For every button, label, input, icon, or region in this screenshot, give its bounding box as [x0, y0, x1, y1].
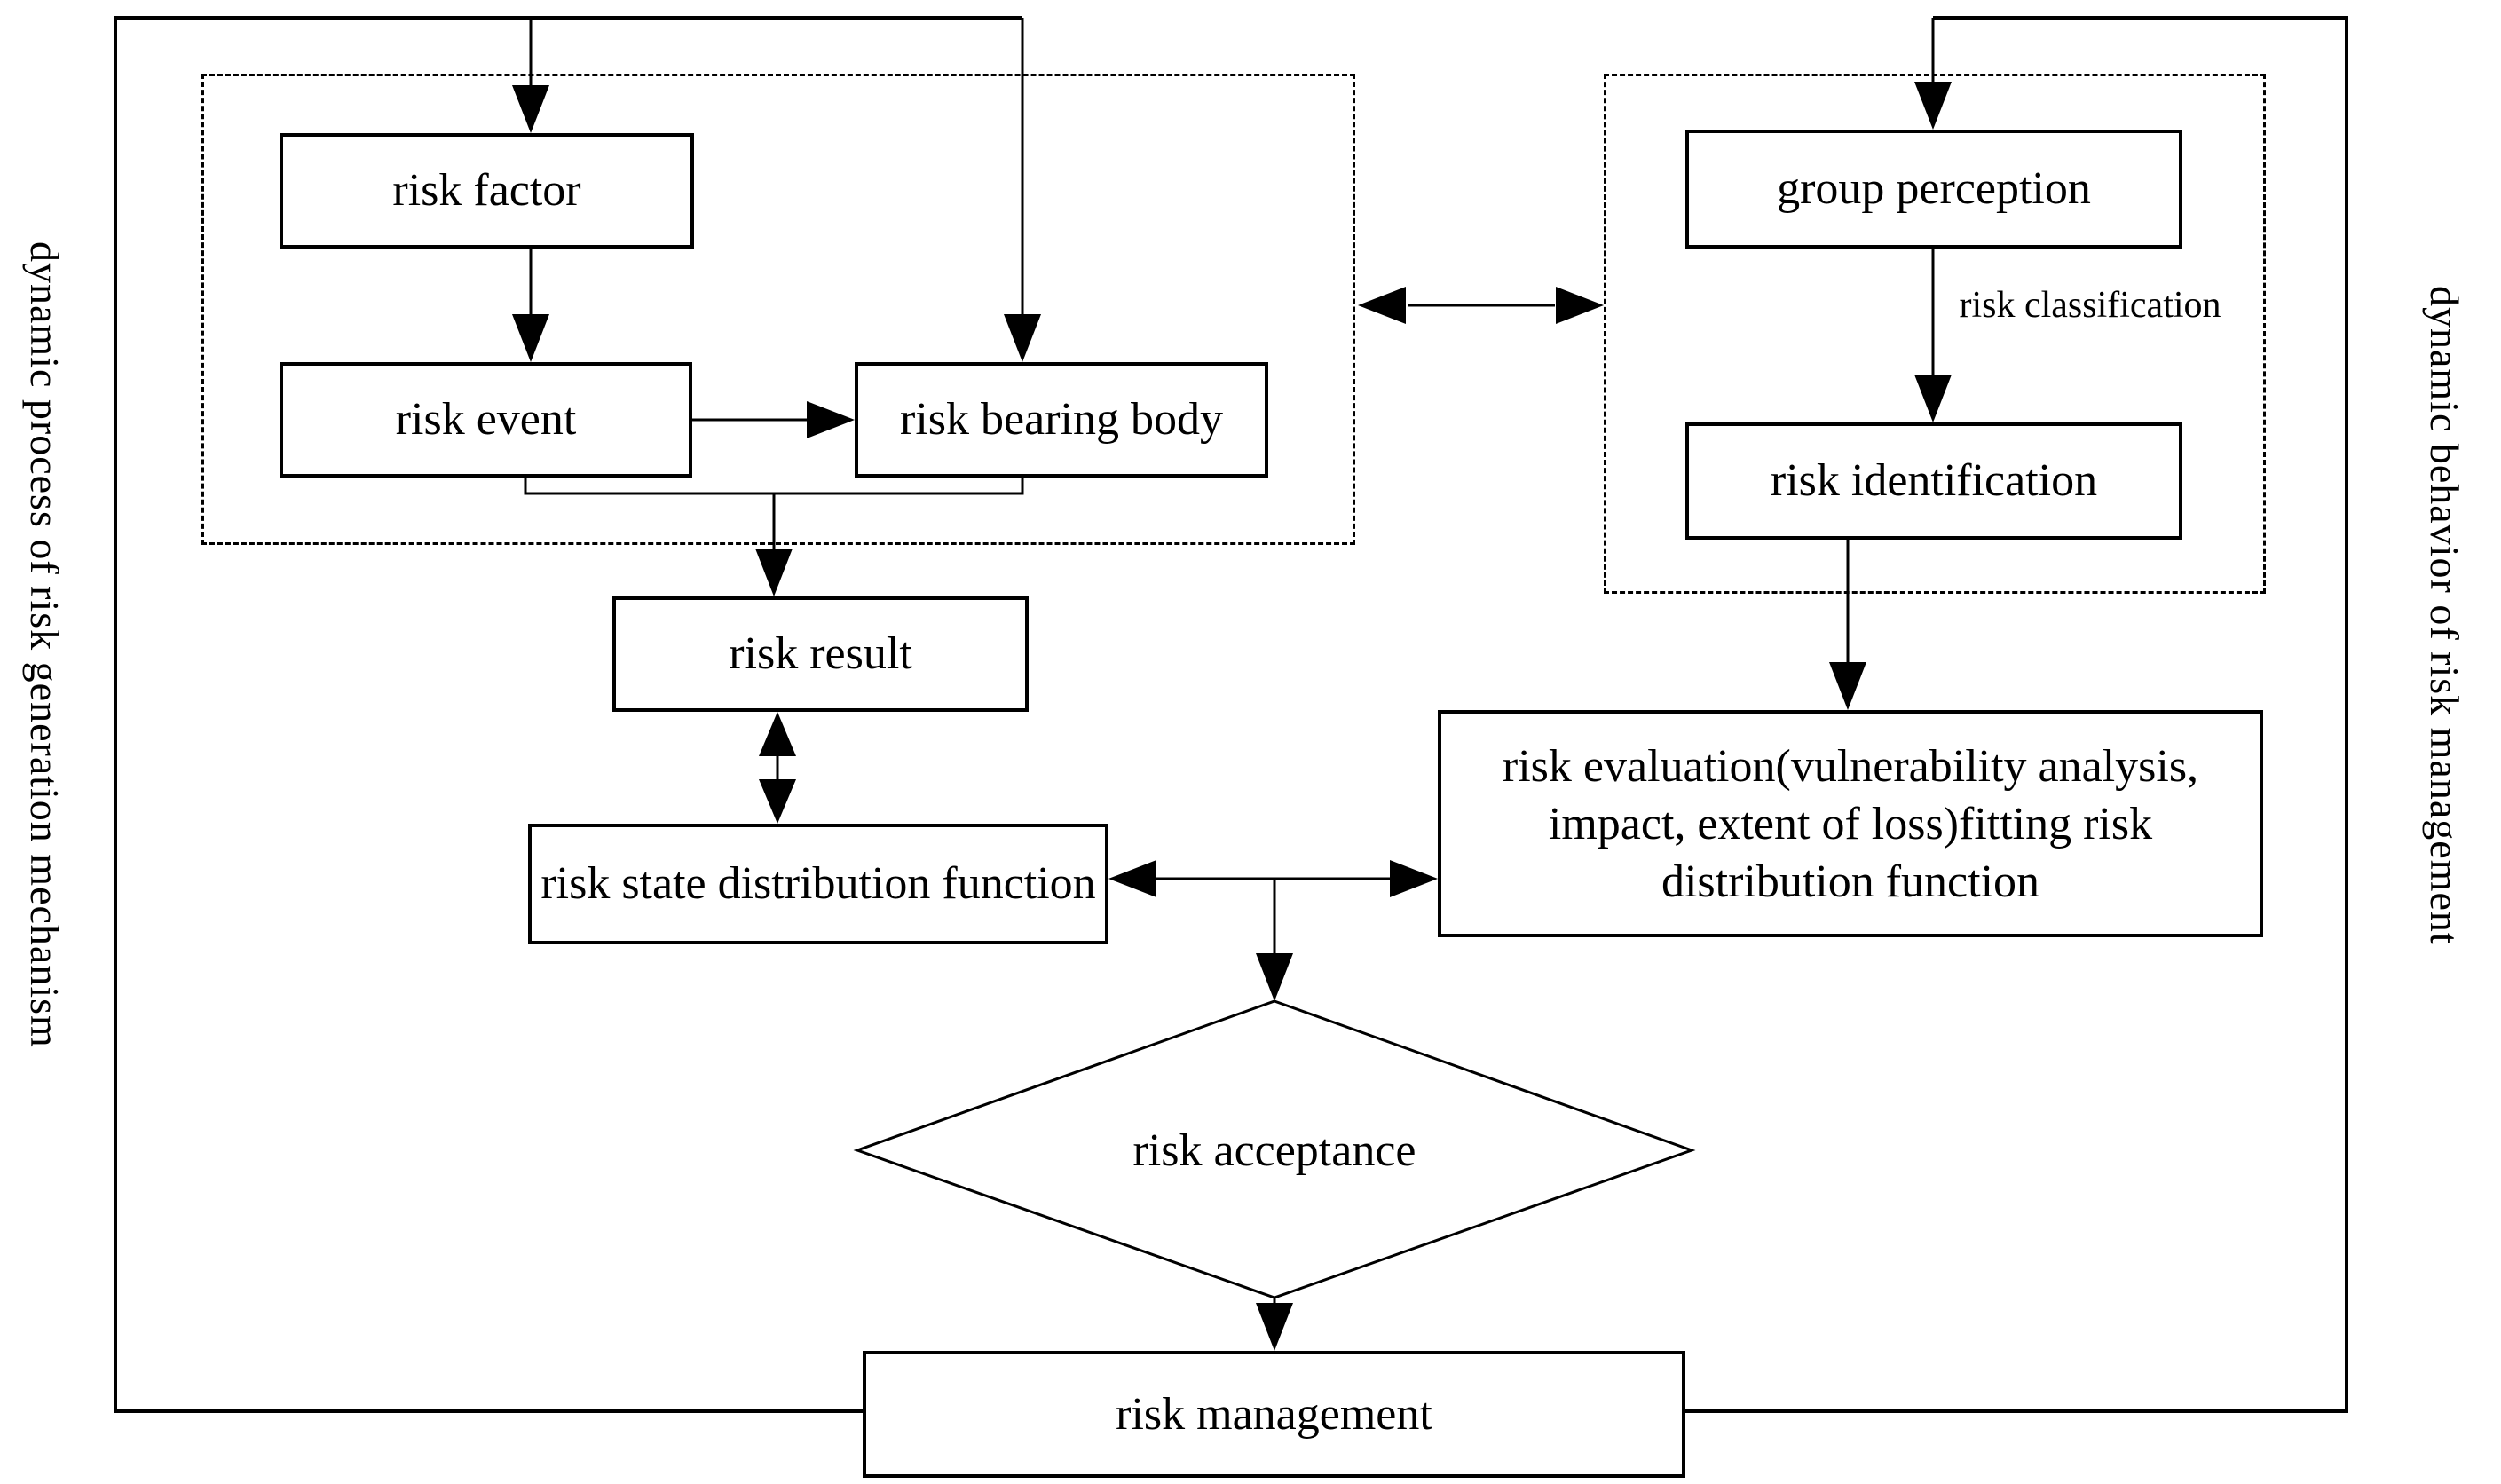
arrowhead-risk-identification-to-evaluation — [1829, 662, 1866, 710]
arrowhead-state-function-to-risk-result-up — [759, 712, 796, 756]
node-risk-evaluation: risk evaluation(vulnerability analysis, … — [1438, 710, 2263, 937]
edge-label-risk-classification: risk classification — [1959, 285, 2221, 326]
node-risk-result: risk result — [612, 596, 1029, 712]
risk-generation-group-frame — [201, 74, 1355, 545]
node-risk-bearing-body: risk bearing body — [855, 362, 1268, 478]
node-risk-evaluation-label: risk evaluation(vulnerability analysis, … — [1502, 740, 2199, 907]
node-risk-factor-label: risk factor — [392, 165, 581, 217]
node-risk-identification-label: risk identification — [1770, 455, 2098, 507]
arrowhead-groups-double-right — [1556, 287, 1604, 324]
right-side-caption: dynamic behavior of risk management — [2422, 286, 2467, 945]
node-risk-identification: risk identification — [1685, 422, 2182, 540]
arrowhead-groups-double-left — [1358, 287, 1406, 324]
risk-acceptance-text: risk acceptance — [1132, 1125, 1416, 1176]
node-risk-event: risk event — [280, 362, 692, 478]
node-risk-result-label: risk result — [729, 628, 912, 680]
node-risk-event-label: risk event — [395, 394, 577, 446]
left-side-caption: dynamic process of risk generation mecha… — [22, 241, 67, 1048]
node-risk-state-distribution-function: risk state distribution function — [528, 824, 1108, 944]
arrowhead-diamond-to-management — [1256, 1303, 1293, 1351]
node-group-perception-label: group perception — [1777, 163, 2091, 215]
arrowhead-into-diamond-top — [1256, 953, 1293, 1001]
arrowhead-risk-result-to-state-function-down — [759, 779, 796, 824]
arrowhead-junction-to-risk-result — [755, 549, 793, 596]
node-risk-state-distribution-function-label: risk state distribution function — [540, 858, 1096, 910]
node-risk-factor: risk factor — [280, 133, 694, 249]
arrowhead-into-state-function-left — [1108, 860, 1156, 897]
node-risk-management-label: risk management — [1116, 1388, 1432, 1440]
arrowhead-into-evaluation-right — [1390, 860, 1438, 897]
node-group-perception: group perception — [1685, 130, 2182, 249]
risk-management-group-frame — [1604, 74, 2266, 594]
node-risk-acceptance-label: risk acceptance — [1008, 1115, 1541, 1186]
node-risk-management: risk management — [863, 1351, 1685, 1478]
node-risk-bearing-body-label: risk bearing body — [900, 394, 1223, 446]
